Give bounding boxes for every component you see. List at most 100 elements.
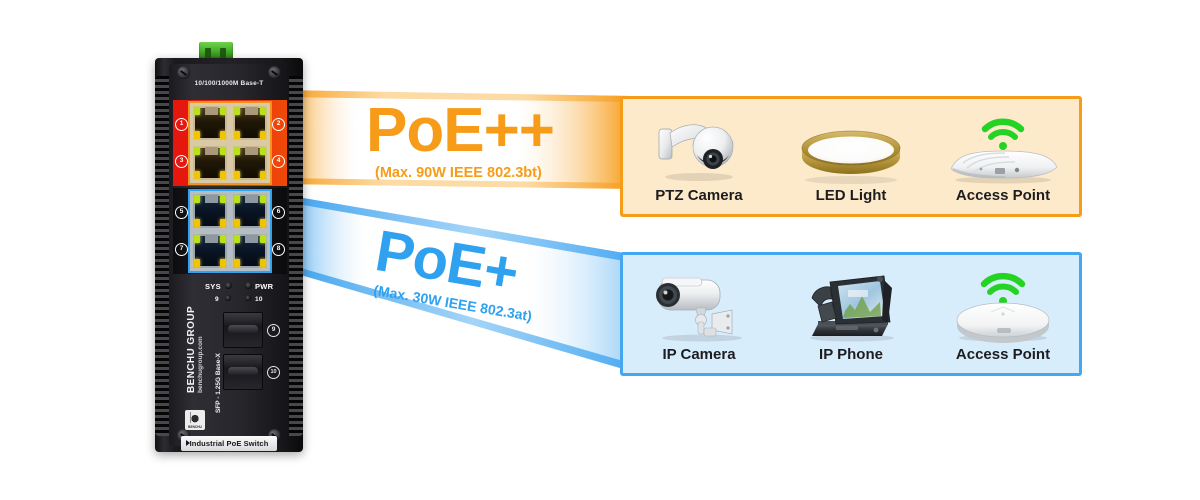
port-led-speed [220,219,226,227]
rj45-notch [205,147,218,155]
access-point-disc-icon [943,264,1063,343]
port-led-speed [220,171,226,179]
port-led-speed [260,259,266,267]
port-number-1: 1 [175,118,188,131]
ip-camera-icon [644,264,754,342]
port-led-link [234,147,240,155]
model-nameplate: Industrial PoE Switch [181,436,277,451]
port-led-speed [220,259,226,267]
device-cell-access-point-ceiling: Access Point [927,99,1079,214]
poe-p-devices-panel: IP Camera [620,252,1082,376]
screw-top-left [177,66,190,79]
led-indicator-sfp10 [245,295,251,301]
port-led-poe [194,131,200,139]
led-label-pwr: PWR [255,282,274,291]
port-number-6: 6 [272,206,285,219]
rj45-port-8[interactable] [233,234,267,268]
port-led-speed [260,219,266,227]
port-led-act [260,147,266,155]
access-point-ceiling-icon [943,107,1063,184]
brand-name: BENCHU GROUP [186,305,197,393]
rj45-port-4[interactable] [233,146,267,180]
port-led-poe [194,259,200,267]
port-led-poe [234,171,240,179]
rj45-port-7[interactable] [193,234,227,268]
poe-pp-spec: (Max. 90W IEEE 802.3bt) [375,165,542,181]
port-led-link [234,195,240,203]
port-number-7: 7 [175,243,188,256]
device-label-ptz-camera: PTZ Camera [655,187,743,204]
device-label-ip-camera: IP Camera [662,346,736,363]
port-led-link [194,235,200,243]
port-led-poe [194,171,200,179]
port-led-poe [194,219,200,227]
device-cell-ip-camera: IP Camera [623,255,775,373]
port-number-3: 3 [175,155,188,168]
rj45-port-3[interactable] [193,146,227,180]
device-label-led-light: LED Light [815,187,887,204]
rj45-port-5[interactable] [193,194,227,228]
port-led-speed [260,171,266,179]
rj45-port-1[interactable] [193,106,227,140]
rj45-notch [205,235,218,243]
poe-p-port-group: 5 6 7 8 [173,188,287,274]
poe-pp-port-group: 1 2 3 4 [173,100,287,186]
wifi-signal-icon [981,118,1025,150]
poe-pp-title: PoE++ [366,96,555,165]
poe-pp-devices-panel: PTZ Camera [620,96,1082,217]
rj45-port-2[interactable] [233,106,267,140]
device-label-ip-phone: IP Phone [819,346,883,363]
device-cell-access-point-disc: Access Point [927,255,1079,373]
led-indicator-pwr [245,282,252,289]
poe-pp-label-block: PoE++ (Max. 90W IEEE 802.3bt) [366,96,555,182]
port-led-speed [220,131,226,139]
port-number-5: 5 [175,206,188,219]
port-led-poe [234,219,240,227]
port-number-2: 2 [272,118,285,131]
brand-website: benchugroup.com [197,336,204,393]
heatsink-fins-left [155,76,169,436]
device-label-access-point-disc: Access Point [955,346,1051,363]
rj45-port-6[interactable] [233,194,267,228]
device-cell-ptz-camera: PTZ Camera [623,99,775,214]
port-led-act [220,235,226,243]
port-led-act [260,195,266,203]
led-number-10: 10 [255,296,263,303]
led-label-sys: SYS [205,282,221,291]
sfp-port-number-10: 10 [267,366,280,379]
sfp-port-number-9: 9 [267,324,280,337]
device-label-access-point-ceiling: Access Point [955,187,1051,204]
port-led-poe [234,131,240,139]
sfp-bank-label: SFP - 1.25G Base-X [215,353,222,413]
ip-phone-icon [796,264,906,342]
port-led-link [234,235,240,243]
brand-mark-icon [188,412,202,423]
port-led-link [194,195,200,203]
device-cell-led-light: LED Light [775,99,927,214]
rj45-notch [205,107,218,115]
industrial-poe-switch-device: 10/100/1000M Base-T [155,42,303,452]
brand-logo-sub: BENCHU [188,425,202,429]
port-led-act [260,235,266,243]
sfp-slot-10[interactable] [223,354,263,390]
power-terminal-block [199,42,233,60]
poe-p-port-frame [188,189,272,273]
rj45-notch [245,195,258,203]
screw-top-right [268,66,281,79]
ptz-camera-icon [653,107,745,183]
poe-pp-port-frame [188,101,272,185]
rj45-notch [245,235,258,243]
device-cell-ip-phone: IP Phone [775,255,927,373]
switch-chassis: 10/100/1000M Base-T [155,58,303,452]
model-nameplate-label: Industrial PoE Switch [189,439,269,448]
rj45-notch [245,107,258,115]
rj45-notch [245,147,258,155]
poe-p-light-beam [280,192,630,377]
heatsink-fins-right [289,76,303,436]
port-led-act [220,107,226,115]
brand-logo: BENCHU [185,410,205,430]
sfp-slot-9[interactable] [223,312,263,348]
port-led-act [220,195,226,203]
play-triangle-icon [186,440,190,446]
